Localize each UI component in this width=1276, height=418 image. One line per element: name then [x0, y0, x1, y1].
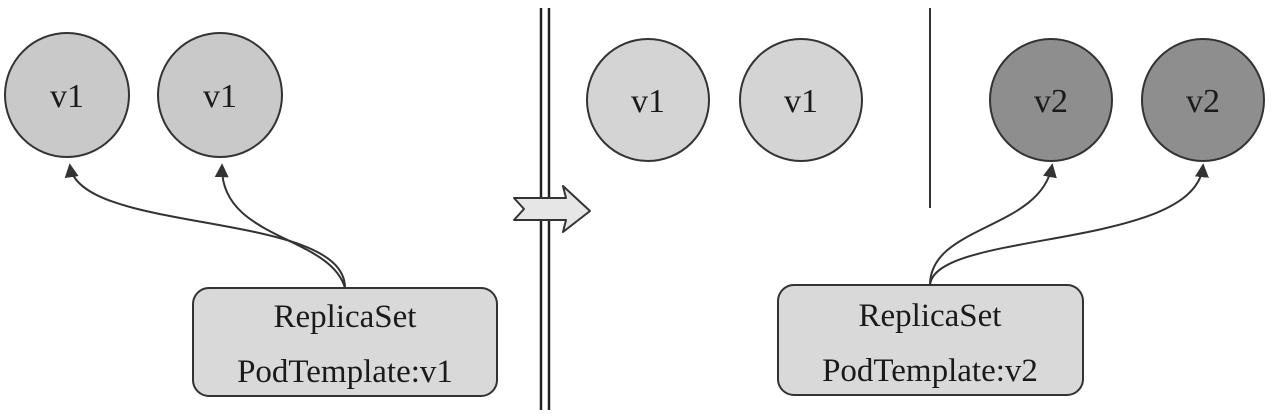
pod-v1-right-2: v1 — [739, 38, 863, 162]
pod-label: v1 — [50, 78, 84, 115]
left-panel: v1 v1 ReplicaSet PodTemplate:v1 — [4, 32, 498, 397]
replicaset-template: PodTemplate:v1 — [237, 354, 453, 390]
pod-v1-left-1: v1 — [4, 32, 130, 158]
pod-label: v1 — [203, 78, 237, 115]
ownership-arrow-right-1 — [929, 163, 1057, 286]
pod-circle — [586, 38, 710, 162]
pod-label: v2 — [1034, 83, 1068, 120]
replicaset-template: PodTemplate:v2 — [822, 353, 1038, 389]
pod-circle — [4, 32, 130, 158]
pod-v1-left-2: v1 — [157, 32, 283, 158]
pod-label: v1 — [784, 83, 818, 120]
transition-arrow-icon — [513, 185, 591, 233]
ownership-arrow-right-2 — [929, 163, 1209, 286]
replicaset-title: ReplicaSet — [859, 298, 1002, 334]
replicaset-box-v2: ReplicaSet PodTemplate:v2 — [777, 284, 1084, 396]
replicaset-box-v1: ReplicaSet PodTemplate:v1 — [192, 287, 498, 397]
pod-label: v1 — [631, 83, 665, 120]
pod-label: v2 — [1186, 83, 1220, 120]
replicaset-rect — [192, 287, 498, 397]
ownership-arrow-left-2 — [214, 163, 346, 289]
right-panel: v1 v1 v2 v2 ReplicaSet PodTemplate:v2 — [586, 8, 1265, 396]
pod-v2-right-2: v2 — [1141, 38, 1265, 162]
pod-v2-right-1: v2 — [989, 38, 1113, 162]
ownership-arrow-left-1 — [64, 163, 346, 289]
pod-circle — [1141, 38, 1265, 162]
pod-circle — [157, 32, 283, 158]
replicaset-rect — [777, 284, 1084, 396]
pod-v1-right-1: v1 — [586, 38, 710, 162]
replicaset-title: ReplicaSet — [274, 299, 417, 335]
pod-circle — [989, 38, 1113, 162]
pod-circle — [739, 38, 863, 162]
